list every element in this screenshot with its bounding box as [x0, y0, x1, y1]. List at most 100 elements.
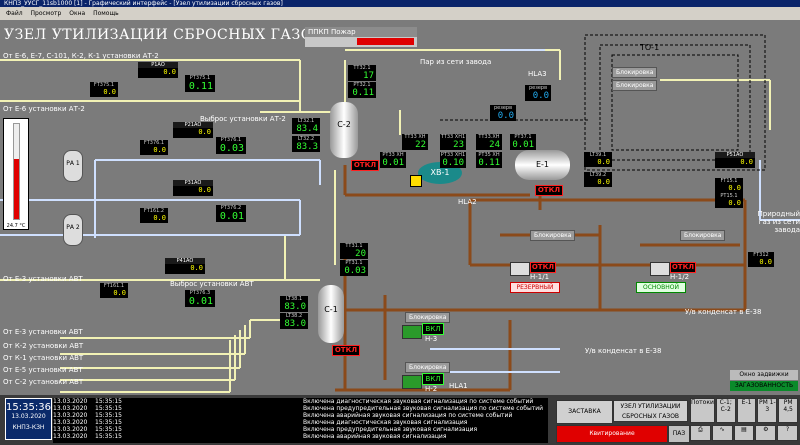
reserve2-tag: резерв	[490, 105, 516, 111]
tt32-panel[interactable]: TT32.1 17	[348, 65, 376, 81]
pump-h3-icon[interactable]	[402, 325, 422, 339]
vybros-at2-label: Выброс установки АТ-2	[200, 115, 286, 123]
kvitirovanie-button[interactable]: Квитирование	[556, 425, 668, 443]
tt33c-panel[interactable]: TT33.XH 24	[476, 134, 502, 150]
pt33-tag: PT33 XH	[380, 152, 406, 158]
reserve1-tag: резерв	[525, 85, 551, 91]
mnemonic-scheme	[0, 20, 800, 395]
clock-panel: 15:35:36 13.03.2020 КНПЗ-КЗН	[5, 398, 52, 440]
heat-exchanger-to1[interactable]: ТО-1	[640, 43, 660, 52]
pt376c-panel[interactable]: PT376.3 0.01	[185, 290, 215, 307]
uzel-button[interactable]: УЗЕЛ УТИЛИЗАЦИИ СБРОСНЫХ ГАЗОВ	[613, 400, 688, 422]
pt375-panel[interactable]: PT375.1 0.11	[185, 75, 215, 92]
pt31-tag: PT31.1	[340, 260, 368, 266]
gas-contamination-indicator: ЗАГАЗОВАННОСТЬ	[730, 381, 798, 391]
vessel-e1[interactable]: Е-1	[515, 150, 570, 180]
settings-icon[interactable]: ⚙	[755, 425, 777, 441]
lt32-value: 83.4	[292, 124, 320, 134]
pt15-panel[interactable]: PT15.1 0.0	[715, 193, 743, 208]
pt35-panel[interactable]: PT35 XH 0.11	[476, 152, 502, 168]
p41a0-tag: P41АО	[165, 258, 205, 264]
menu-file[interactable]: Файл	[6, 10, 23, 17]
pt33-panel[interactable]: PT33 XH 0.01	[380, 152, 406, 168]
ft375-panel[interactable]: FT375.1 0.0	[90, 82, 118, 97]
pt31-value: 0.03	[340, 266, 368, 276]
regulator-pa1[interactable]: РА 1	[63, 150, 83, 182]
ft161-tag: FT161.2	[140, 208, 168, 214]
menu-windows[interactable]: Окна	[69, 10, 86, 17]
pump-h12-icon[interactable]	[650, 262, 670, 276]
zastavka-button[interactable]: ЗАСТАВКА	[556, 400, 613, 424]
pt32-panel[interactable]: PT32.1 0.11	[348, 82, 376, 98]
pt33b-panel[interactable]: PT33 XH1 0.10	[440, 152, 466, 168]
pump-h11-icon[interactable]	[510, 262, 530, 276]
source-at2-label: От Е-6, Е-7, С-101, К-2, К-1 установки А…	[3, 52, 159, 60]
lt38b-panel[interactable]: LT38.2 83.0	[280, 313, 308, 329]
help-icon[interactable]: ?	[777, 425, 798, 441]
ft312-panel[interactable]: FT312 0.0	[748, 252, 774, 267]
fire-alarm-indicator	[357, 38, 414, 45]
ft161-panel[interactable]: FT161.2 0.0	[140, 208, 168, 223]
trend-icon[interactable]: ∿	[711, 425, 733, 441]
report-icon[interactable]: ▤	[733, 425, 755, 441]
blok-to1-b[interactable]: Блокировка	[612, 80, 658, 91]
pt15-tag: PT15.1	[715, 193, 743, 199]
blok-h3[interactable]: Блокировка	[405, 312, 451, 323]
tt33-tag: TT33 XH	[402, 134, 428, 140]
p21a0-panel[interactable]: P21АО 0.0	[173, 122, 213, 138]
ft15-panel[interactable]: FT15.1 0.0	[715, 178, 743, 193]
blok-h11[interactable]: Блокировка	[530, 230, 576, 241]
lt39b-tag: LT39.2	[584, 172, 612, 178]
tab-e1[interactable]: Е-1	[736, 398, 757, 423]
ft161b-panel[interactable]: FT161.1 0.0	[100, 283, 128, 298]
pt376b-panel[interactable]: PT376.2 0.01	[216, 205, 246, 222]
ft376-panel[interactable]: FT376.1 0.0	[140, 140, 168, 155]
c2-status: ОТКЛ	[351, 160, 379, 171]
valve-window-button[interactable]: Окно задвижки	[730, 370, 798, 380]
blok-to1-a[interactable]: Блокировка	[612, 67, 658, 78]
e1-status: ОТКЛ	[535, 185, 563, 196]
p31a0-panel[interactable]: P31АО 0.0	[173, 180, 213, 196]
lt32-panel[interactable]: LT32.1 83.4	[292, 118, 320, 134]
tt33b-panel[interactable]: TT33 XH1 23	[440, 134, 466, 150]
lt39b-panel[interactable]: LT39.2 0.0	[584, 172, 612, 187]
blok-h12[interactable]: Блокировка	[680, 230, 726, 241]
lt39-panel[interactable]: LT39.1 0.0	[584, 152, 612, 167]
toolbar-icons: ⎙ ∿ ▤ ⚙ ?	[690, 425, 798, 441]
lt38-panel[interactable]: LT38.1 83.0	[280, 296, 308, 312]
blok-h2[interactable]: Блокировка	[405, 362, 451, 373]
pt37-panel[interactable]: PT37.1 0.01	[510, 134, 536, 150]
reserve2-panel[interactable]: резерв 0.0	[490, 105, 516, 121]
vessel-c2[interactable]: С-2	[330, 102, 358, 158]
source-e3-label: От Е-3 установки АВТ	[3, 275, 83, 283]
tab-pm45[interactable]: РМ 4,5	[778, 398, 798, 423]
h11-mode-reserve[interactable]: РЕЗЕРВНЫЙ	[510, 282, 560, 293]
regulator-pa2[interactable]: РА 2	[63, 214, 83, 246]
tab-potoki[interactable]: Потоки	[690, 398, 715, 423]
p51a0-panel[interactable]: P51АО 0.0	[715, 152, 755, 168]
tt31-panel[interactable]: TT31.1 20	[340, 243, 368, 259]
source-list-2: От К-1 установки АВТ	[3, 354, 84, 362]
tab-c1-c2[interactable]: С-1; С-2	[715, 398, 736, 423]
print-icon[interactable]: ⎙	[690, 425, 711, 441]
vessel-c1[interactable]: С-1	[318, 285, 344, 343]
lt32b-panel[interactable]: LT32.2 83.3	[292, 136, 320, 152]
lt39-tag: LT39.1	[584, 152, 612, 158]
menu-view[interactable]: Просмотр	[30, 10, 62, 17]
ft375-tag: FT375.1	[90, 82, 118, 88]
p41a0-panel[interactable]: P41АО 0.0	[165, 258, 205, 274]
reserve1-panel[interactable]: резерв 0.0	[525, 85, 551, 101]
pt376-panel[interactable]: PT376.1 0.03	[216, 137, 246, 154]
pt33b-tag: PT33 XH1	[440, 152, 466, 158]
tab-pm13[interactable]: РМ 1-3	[757, 398, 778, 423]
paz-button[interactable]: ПАЗ	[668, 425, 690, 443]
p1a0-panel[interactable]: P1АО 0.0	[138, 62, 178, 78]
h12-mode-main[interactable]: ОСНОВНОЙ	[636, 282, 686, 293]
tt33c-value: 24	[476, 140, 502, 150]
pipeline-diagram	[0, 34, 800, 393]
tt33-panel[interactable]: TT33 XH 22	[402, 134, 428, 150]
menu-help[interactable]: Помощь	[93, 10, 119, 17]
pump-h2-icon[interactable]	[402, 375, 422, 389]
pt31-panel[interactable]: PT31.1 0.03	[340, 260, 368, 276]
